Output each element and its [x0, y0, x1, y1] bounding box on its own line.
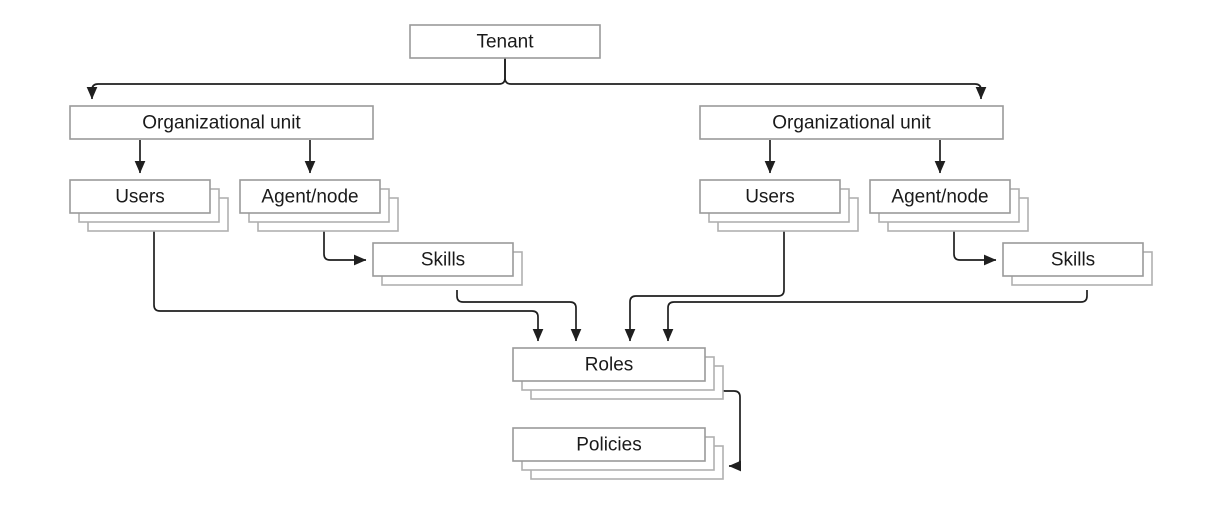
node-skills-left-box[interactable] — [372, 242, 514, 277]
node-users-left-box[interactable] — [69, 179, 211, 214]
node-agent-node-left[interactable]: Agent/node — [239, 179, 399, 232]
node-agent-node-right-label: Agent/node — [891, 187, 988, 208]
node-users-right[interactable]: Users — [699, 179, 859, 232]
node-org-unit-left-label: Organizational unit — [142, 113, 301, 134]
edge-skills-right-to-roles — [662, 290, 1088, 342]
node-policies[interactable]: Policies — [512, 427, 724, 480]
node-roles-label: Roles — [585, 355, 634, 376]
node-skills-right-box[interactable] — [1002, 242, 1144, 277]
node-org-unit-left-box[interactable] — [69, 105, 374, 140]
node-agent-node-right[interactable]: Agent/node — [869, 179, 1029, 232]
node-skills-right[interactable]: Skills — [1002, 242, 1153, 286]
node-agent-node-left-label: Agent/node — [261, 187, 358, 208]
node-roles[interactable]: Roles — [512, 347, 724, 400]
node-policies-label: Policies — [576, 435, 641, 456]
node-skills-left-label: Skills — [421, 250, 465, 271]
edges-layer — [86, 58, 1088, 472]
node-tenant-box[interactable] — [409, 24, 601, 59]
node-users-left[interactable]: Users — [69, 179, 229, 232]
node-agent-node-left-box[interactable] — [239, 179, 381, 214]
node-org-unit-left[interactable]: Organizational unit — [69, 105, 374, 140]
node-roles-box[interactable] — [512, 347, 706, 382]
edge-skills-left-to-roles — [456, 290, 582, 342]
node-policies-box[interactable] — [512, 427, 706, 462]
node-skills-right-label: Skills — [1051, 250, 1095, 271]
node-users-right-box[interactable] — [699, 179, 841, 214]
node-org-unit-right-box[interactable] — [699, 105, 1004, 140]
node-org-unit-right[interactable]: Organizational unit — [699, 105, 1004, 140]
edge-agent-right-to-skills-right — [953, 227, 997, 266]
node-agent-node-right-box[interactable] — [869, 179, 1011, 214]
node-users-right-label: Users — [745, 187, 795, 208]
edge-agent-left-to-skills-left — [323, 227, 367, 266]
node-tenant[interactable]: Tenant — [409, 24, 601, 59]
edge-tenant-to-org-left — [86, 58, 506, 100]
edge-users-left-to-roles — [153, 227, 544, 342]
edge-users-right-to-roles — [624, 227, 785, 342]
node-skills-left[interactable]: Skills — [372, 242, 523, 286]
edge-tenant-to-org-right — [504, 58, 987, 100]
node-users-left-label: Users — [115, 187, 165, 208]
node-org-unit-right-label: Organizational unit — [772, 113, 931, 134]
node-tenant-label: Tenant — [476, 32, 534, 53]
